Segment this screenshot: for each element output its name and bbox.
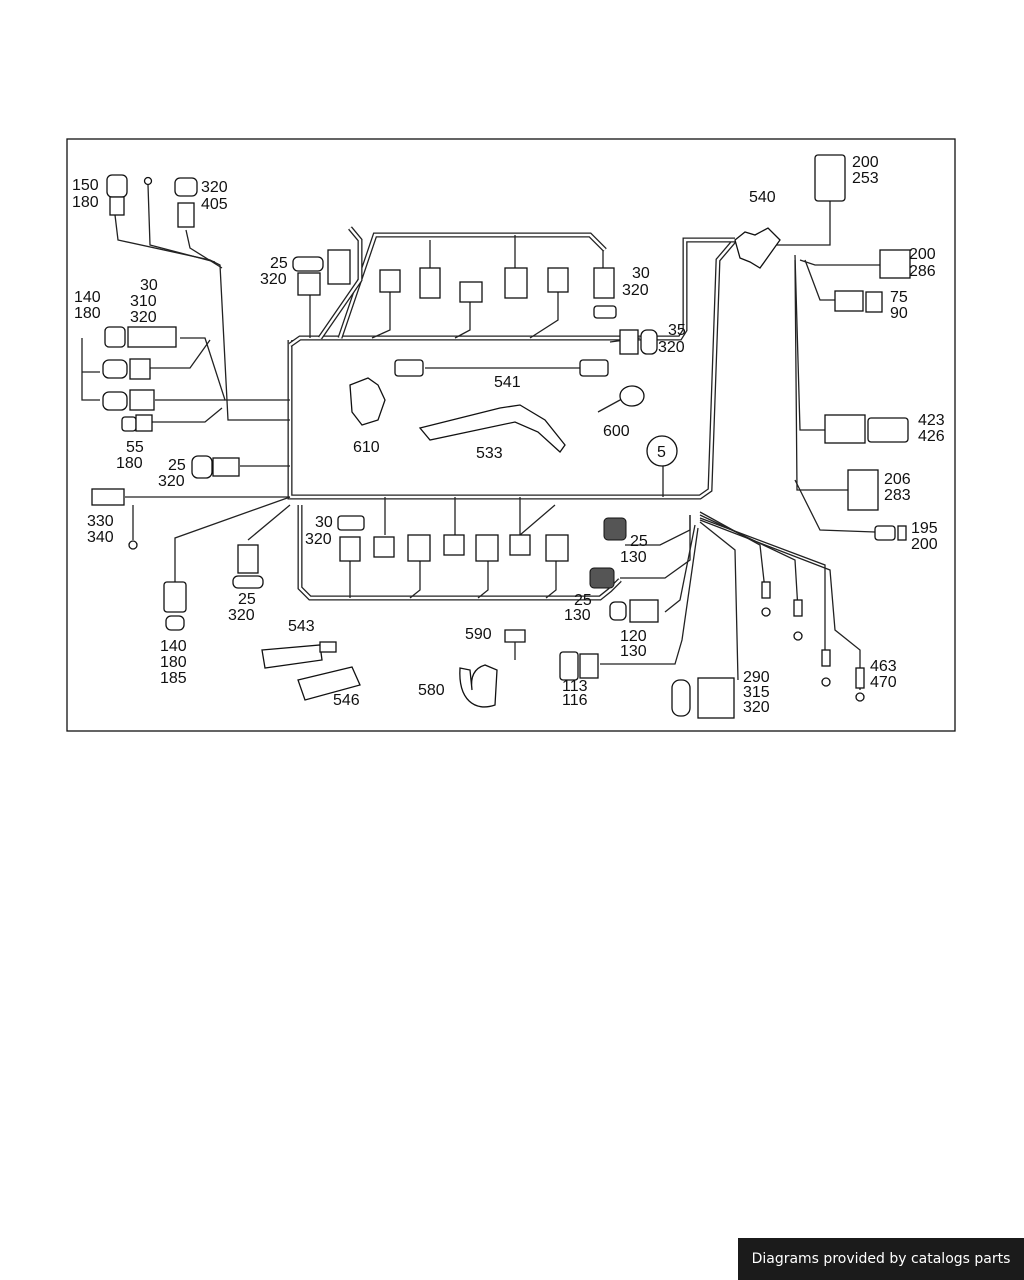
label-286: 286 [909, 263, 936, 280]
diagram-frame [66, 138, 956, 732]
label-426: 426 [918, 428, 945, 445]
label-180: 180 [160, 654, 187, 671]
label-310: 310 [130, 293, 157, 310]
label-330: 330 [87, 513, 114, 530]
label-30: 30 [632, 265, 650, 282]
label-320: 320 [658, 339, 685, 356]
part-labels: 150 180 320 405 25 320 30 310 320 140 18… [72, 154, 945, 716]
label-541: 541 [494, 374, 521, 391]
label-25: 25 [238, 591, 256, 608]
label-130: 130 [620, 549, 647, 566]
label-463: 463 [870, 658, 897, 675]
label-546: 546 [333, 692, 360, 709]
label-25: 25 [168, 457, 186, 474]
loose-parts [261, 377, 678, 708]
label-405: 405 [201, 196, 228, 213]
label-116: 116 [562, 692, 588, 709]
label-195: 195 [911, 520, 938, 537]
label-200: 200 [852, 154, 879, 171]
label-290: 290 [743, 669, 770, 686]
label-25: 25 [574, 592, 592, 609]
label-130: 130 [564, 607, 591, 624]
label-533: 533 [476, 445, 503, 462]
left-wires [81, 184, 291, 585]
connectors [91, 154, 911, 719]
label-75: 75 [890, 289, 908, 306]
label-253: 253 [852, 170, 879, 187]
label-315: 315 [743, 684, 770, 701]
label-5: 5 [657, 444, 666, 461]
label-320: 320 [130, 309, 157, 326]
label-320: 320 [260, 271, 287, 288]
label-320: 320 [743, 699, 770, 716]
label-540: 540 [749, 189, 776, 206]
label-120: 120 [620, 628, 647, 645]
label-423: 423 [918, 412, 945, 429]
label-140: 140 [74, 289, 101, 306]
label-30: 30 [315, 514, 333, 531]
label-320: 320 [622, 282, 649, 299]
label-200: 200 [911, 536, 938, 553]
label-35: 35 [668, 322, 686, 339]
label-320: 320 [201, 179, 228, 196]
label-90: 90 [890, 305, 908, 322]
label-180: 180 [116, 455, 143, 472]
label-610: 610 [353, 439, 380, 456]
label-320: 320 [228, 607, 255, 624]
label-180: 180 [72, 194, 99, 211]
label-200: 200 [909, 246, 936, 263]
label-180: 180 [74, 305, 101, 322]
upper-branches [309, 235, 641, 369]
label-25: 25 [630, 533, 648, 550]
label-283: 283 [884, 487, 911, 504]
label-470: 470 [870, 674, 897, 691]
main-harness [287, 226, 737, 601]
label-140: 140 [160, 638, 187, 655]
label-543: 543 [288, 618, 315, 635]
label-185: 185 [160, 670, 187, 687]
label-590: 590 [465, 626, 492, 643]
label-206: 206 [884, 471, 911, 488]
label-113: 113 [562, 678, 588, 695]
label-340: 340 [87, 529, 114, 546]
label-580: 580 [418, 682, 445, 699]
label-150: 150 [72, 177, 99, 194]
label-130: 130 [620, 643, 647, 660]
right-wires [600, 195, 880, 690]
label-55: 55 [126, 439, 144, 456]
label-25: 25 [270, 255, 288, 272]
label-320: 320 [305, 531, 332, 548]
label-30: 30 [140, 277, 158, 294]
label-600: 600 [603, 423, 630, 440]
label-320: 320 [158, 473, 185, 490]
attribution-footer: Diagrams provided by catalogs parts [738, 1238, 1024, 1280]
